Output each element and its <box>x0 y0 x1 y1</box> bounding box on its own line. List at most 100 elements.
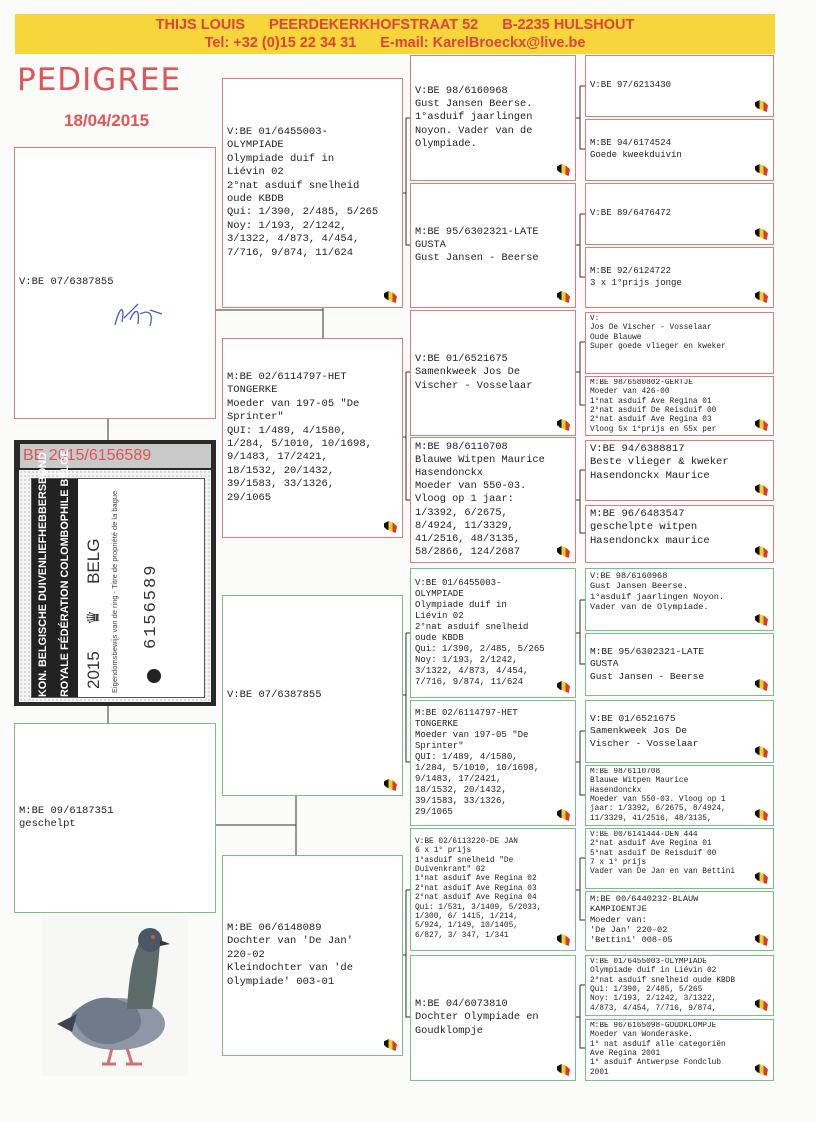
gen3-text: M:BE 04/6073810 Dochter Olympiade en Gou… <box>415 998 539 1037</box>
belgium-flag-icon <box>557 1064 570 1076</box>
pedigree-date: 18/04/2015 <box>64 111 150 130</box>
gen3-text: M:BE 98/6110708 Blauwe Witpen Maurice Ha… <box>415 440 545 559</box>
belgium-flag-icon <box>384 291 397 303</box>
belgium-flag-icon <box>384 521 397 533</box>
gen2-box-3[interactable]: V:BE 07/6387855 <box>222 595 403 796</box>
gen4-box-15[interactable]: V:BE 01/6455003-OLYMPIADE Olympiade duif… <box>585 955 774 1016</box>
ring-digits: 6156589 <box>142 563 161 649</box>
gen4-text: V:BE 89/6476472 <box>590 208 672 219</box>
ring-number: BE 2015/6156589 <box>20 444 211 468</box>
gen3-box-5[interactable]: V:BE 01/6455003- OLYMPIADE Olympiade dui… <box>410 568 576 698</box>
gen3-box-1[interactable]: V:BE 98/6160968 Gust Jansen Beerse. 1°as… <box>410 55 576 181</box>
dam-box[interactable]: M:BE 09/6187351 geschelpt <box>14 723 216 913</box>
gen3-text: V:BE 01/6521675 Samenkweek Jos De Vische… <box>415 353 533 392</box>
gen4-box-12[interactable]: M:BE 98/6110708 Blauwe Witpen Maurice Ha… <box>585 765 774 826</box>
gen4-box-9[interactable]: V:BE 98/6160968 Gust Jansen Beerse. 1°as… <box>585 568 774 631</box>
gen4-text: M:BE 98/6110708 Blauwe Witpen Maurice Ha… <box>590 768 726 823</box>
gen4-text: V: Jos De Vischer - Vosselaar Oude Blauw… <box>590 315 726 352</box>
gen3-text: V:BE 02/6113220-DE JAN 6 x 1° prijs 1°as… <box>415 838 542 940</box>
gen4-box-5[interactable]: V: Jos De Vischer - Vosselaar Oude Blauw… <box>585 312 774 374</box>
ring-country: BELG <box>84 538 103 584</box>
ring-org-nl: KON. BELGISCHE DUIVENLIEFHEBBERSBOND <box>37 452 49 697</box>
breeder-email: E-mail: KarelBroeckx@live.be <box>380 35 586 51</box>
belgium-flag-icon <box>557 546 570 558</box>
belgium-flag-icon <box>755 614 768 626</box>
gen3-text: M:BE 95/6302321-LATE GUSTA Gust Jansen -… <box>415 225 539 265</box>
belgium-flag-icon <box>755 419 768 431</box>
gen2-text: V:BE 01/6455003- OLYMPIADE Olympiade dui… <box>227 125 379 259</box>
breeder-name: THIJS LOUIS <box>155 17 246 33</box>
gen4-text: V:BE 94/6388817 Beste vlieger & kweker H… <box>590 443 729 482</box>
gen4-text: M:BE 96/6483547 geschelpte witpen Hasend… <box>590 508 710 547</box>
gen4-text: V:BE 01/6455003-OLYMPIADE Olympiade duif… <box>590 958 736 1013</box>
gen2-text: V:BE 07/6387855 <box>227 688 322 701</box>
gen3-box-3[interactable]: V:BE 01/6521675 Samenkweek Jos De Vische… <box>410 310 576 436</box>
belgium-flag-icon <box>557 291 570 303</box>
belgium-flag-icon <box>755 228 768 240</box>
belgium-flag-icon <box>557 419 570 431</box>
gen4-box-8[interactable]: M:BE 96/6483547 geschelpte witpen Hasend… <box>585 505 774 563</box>
gen2-box-4[interactable]: M:BE 06/6148089 Dochter van 'De Jan' 220… <box>222 855 403 1056</box>
gen4-box-13[interactable]: V:BE 00/6141444-DEN 444 2°nat asduif Ave… <box>585 828 774 889</box>
belgium-flag-icon <box>755 291 768 303</box>
gen4-box-7[interactable]: V:BE 94/6388817 Beste vlieger & kweker H… <box>585 440 774 501</box>
gen3-box-4[interactable]: M:BE 98/6110708 Blauwe Witpen Maurice Ha… <box>410 437 576 563</box>
belgium-flag-icon <box>755 546 768 558</box>
gen4-text: V:BE 00/6141444-DEN 444 2°nat asduif Ave… <box>590 831 736 877</box>
gen4-box-2[interactable]: M:BE 94/6174524 Goede kweekduivin <box>585 119 774 181</box>
gen4-box-11[interactable]: V:BE 01/6521675 Samenkweek Jos De Vische… <box>585 700 774 763</box>
pigeon-image <box>57 928 170 1066</box>
ring-year: 2015 <box>84 651 103 689</box>
gen4-box-14[interactable]: M:BE 00/6440232-BLAUW KAMPIOENTJE Moeder… <box>585 891 774 951</box>
belgium-flag-icon <box>755 746 768 758</box>
punch-hole <box>147 669 161 683</box>
ring-year-row: 2015 ♛ BELG <box>84 471 104 689</box>
belgium-flag-icon <box>755 1064 768 1076</box>
breeder-street: PEERDEKERKHOFSTRAAT 52 <box>269 17 479 33</box>
gen4-box-10[interactable]: M:BE 95/6302321-LATE GUSTA Gust Jansen -… <box>585 633 774 696</box>
gen4-text: V:BE 97/6213430 <box>590 80 672 91</box>
gen2-box-1[interactable]: V:BE 01/6455003- OLYMPIADE Olympiade dui… <box>222 78 403 308</box>
sire-box[interactable]: V:BE 07/6387855 <box>14 147 216 419</box>
belgium-flag-icon <box>755 999 768 1011</box>
gen4-text: V:BE 01/6521675 Samenkweek Jos De Vische… <box>590 713 699 749</box>
gen2-box-2[interactable]: M:BE 02/6114797-HET TONGERKE Moeder van … <box>222 338 403 538</box>
ring-card: BE 2015/6156589 KON. BELGISCHE DUIVENLIE… <box>14 440 216 706</box>
belgium-flag-icon <box>755 164 768 176</box>
gen4-text: V:BE 98/6160968 Gust Jansen Beerse. 1°as… <box>590 571 725 613</box>
sire-text: V:BE 07/6387855 <box>19 276 114 289</box>
gen4-box-1[interactable]: V:BE 97/6213430 <box>585 55 774 117</box>
dam-text: M:BE 09/6187351 geschelpt <box>19 804 114 830</box>
belgium-flag-icon <box>755 872 768 884</box>
belgium-flag-icon <box>755 679 768 691</box>
breeder-phone: Tel: +32 (0)15 22 34 31 <box>204 35 357 51</box>
ring-org-fr: ROYALE FÉDÉRATION COLOMBOPHILE BELGE <box>59 449 71 697</box>
gen3-text: M:BE 02/6114797-HET TONGERKE Moeder van … <box>415 708 540 817</box>
gen3-box-6[interactable]: M:BE 02/6114797-HET TONGERKE Moeder van … <box>410 700 576 826</box>
belgium-flag-icon <box>557 809 570 821</box>
gen3-box-7[interactable]: V:BE 02/6113220-DE JAN 6 x 1° prijs 1°as… <box>410 828 576 951</box>
gen3-text: V:BE 98/6160968 Gust Jansen Beerse. 1°as… <box>415 85 533 150</box>
gen4-box-16[interactable]: M:BE 96/6165098-GOUDKLOMPJE Moeder van W… <box>585 1019 774 1081</box>
belgium-flag-icon <box>755 484 768 496</box>
pigeon-photo <box>42 914 188 1076</box>
gen2-text: M:BE 06/6148089 Dochter van 'De Jan' 220… <box>227 921 354 988</box>
gen4-text: M:BE 94/6174524 Goede kweekduivin <box>590 138 682 160</box>
gen4-box-3[interactable]: V:BE 89/6476472 <box>585 183 774 245</box>
belgium-flag-icon <box>557 164 570 176</box>
belgium-flag-icon <box>384 779 397 791</box>
page-title: PEDIGREE <box>17 62 182 98</box>
gen4-box-4[interactable]: M:BE 92/6124722 3 x 1°prijs jonge <box>585 247 774 308</box>
signature-icon <box>114 303 163 327</box>
ring-ownership: Eigendomsbewijs van de ring - Titre de p… <box>110 490 119 693</box>
crown-icon: ♛ <box>84 609 103 626</box>
gen4-text: M:BE 92/6124722 3 x 1°prijs jonge <box>590 265 682 288</box>
gen4-box-6[interactable]: M:BE 98/6580802-GERTJE Moeder van 426-00… <box>585 376 774 436</box>
gen3-box-2[interactable]: M:BE 95/6302321-LATE GUSTA Gust Jansen -… <box>410 183 576 308</box>
gen4-text: M:BE 96/6165098-GOUDKLOMPJE Moeder van W… <box>590 1022 726 1077</box>
belgium-flag-icon <box>557 934 570 946</box>
belgium-flag-icon <box>755 100 768 112</box>
gen3-box-8[interactable]: M:BE 04/6073810 Dochter Olympiade en Gou… <box>410 955 576 1081</box>
gen4-text: M:BE 98/6580802-GERTJE Moeder van 426-00… <box>590 379 717 433</box>
belgium-flag-icon <box>755 934 768 946</box>
